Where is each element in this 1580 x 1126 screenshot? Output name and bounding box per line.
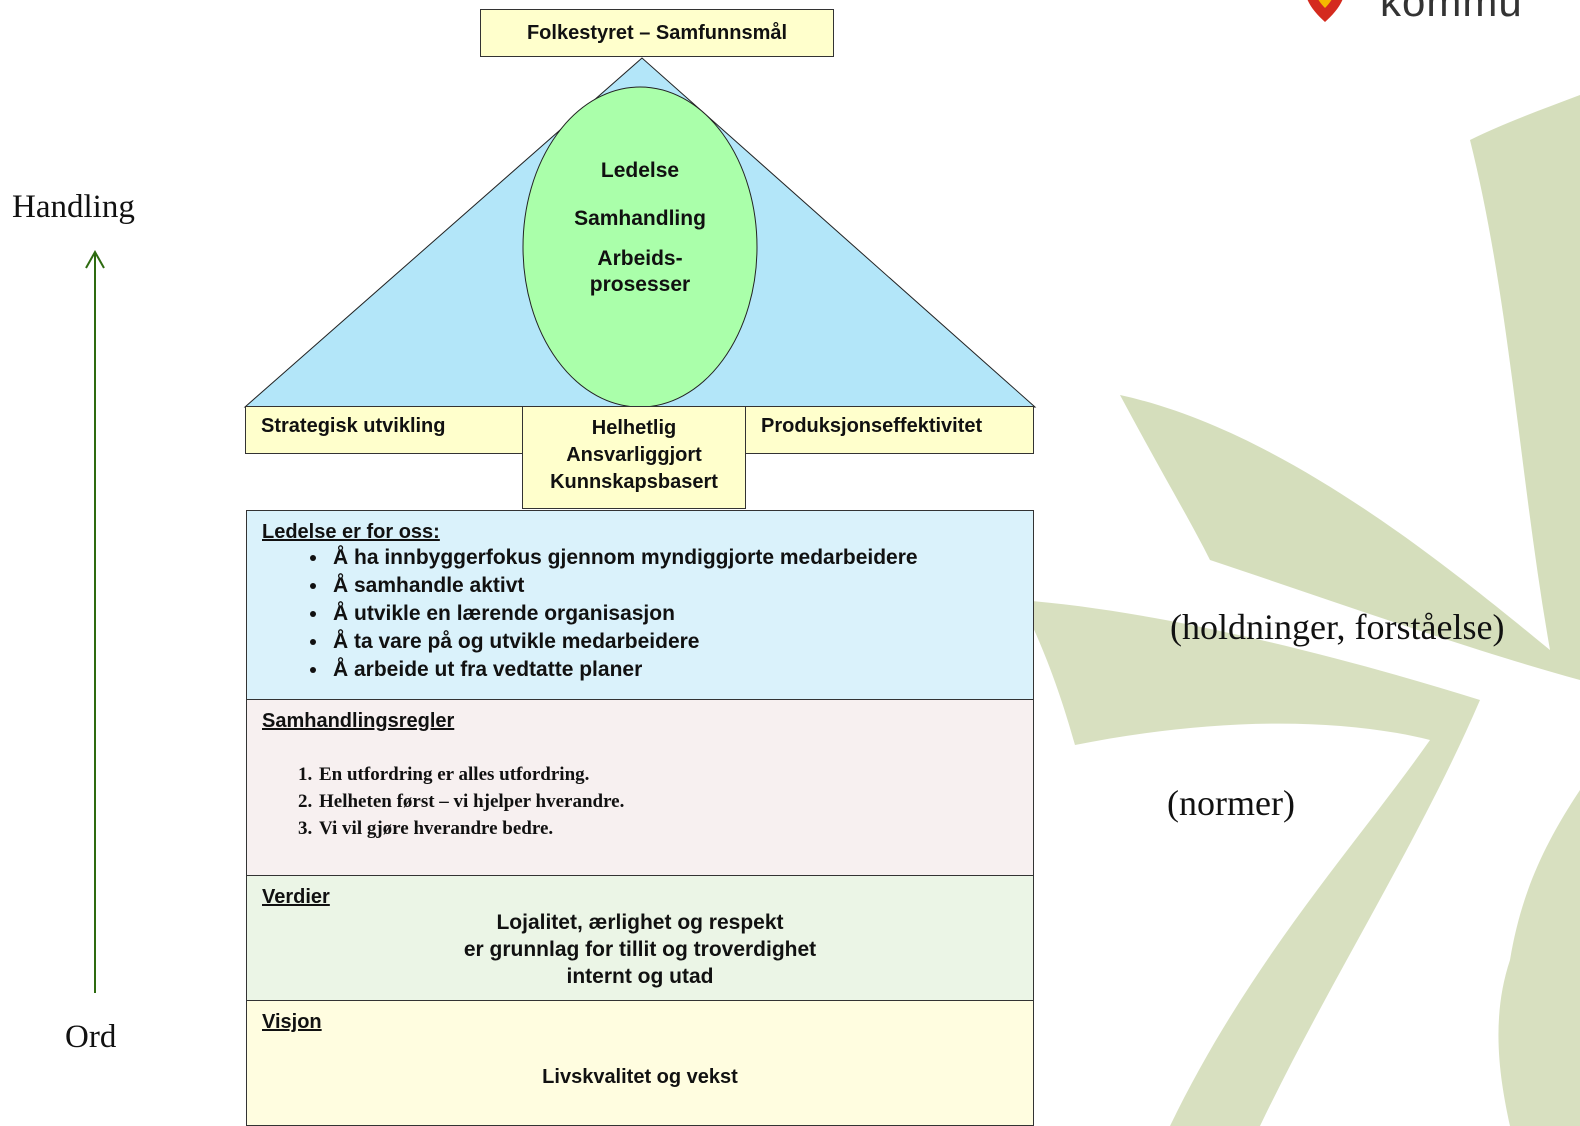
- samhandling-heading: Samhandlingsregler: [262, 710, 455, 732]
- visjon-heading: Visjon: [262, 1011, 322, 1033]
- leaf-bottom-right: [1498, 790, 1580, 1126]
- verdier-line: Lojalitet, ærlighet og respekt: [496, 911, 784, 934]
- verdier-text: Lojalitet, ærlighet og respekt er grunnl…: [247, 909, 1033, 990]
- list-item: Vi vil gjøre hverandre bedre.: [317, 815, 1033, 842]
- axis-label-ord: Ord: [65, 1019, 117, 1055]
- top-box-label: Folkestyret – Samfunnsmål: [526, 21, 788, 44]
- label-helhetlig: Helhetlig: [591, 417, 677, 439]
- list-item: Helheten først – vi hjelper hverandre.: [317, 788, 1033, 815]
- ledelse-heading: Ledelse er for oss:: [262, 521, 440, 543]
- section-visjon: Visjon Livskvalitet og vekst: [246, 1000, 1034, 1126]
- annotation-holdninger: (holdninger, forståelse): [1170, 607, 1505, 647]
- visjon-text: Livskvalitet og vekst: [542, 1066, 738, 1088]
- section-ledelse: Ledelse er for oss: Å ha innbyggerfokus …: [246, 510, 1034, 700]
- list-item: Å utvikle en lærende organisasjon: [329, 600, 1033, 628]
- label-produksjon: Produksjonseffektivitet: [761, 415, 983, 437]
- leaf-top-right: [1120, 95, 1580, 680]
- ellipse-ledelse: Ledelse: [600, 159, 680, 182]
- list-item: En utfordring er alles utfordring.: [317, 761, 1033, 788]
- label-ansvarliggjort: Ansvarliggjort: [566, 444, 702, 466]
- list-item: Å ha innbyggerfokus gjennom myndiggjorte…: [329, 544, 1033, 572]
- box-strategisk-utvikling: Strategisk utvikling: [245, 406, 524, 454]
- list-item: Å ta vare på og utvikle medarbeidere: [329, 628, 1033, 656]
- verdier-line: er grunnlag for tillit og troverdighet: [463, 938, 817, 961]
- section-samhandlingsregler: Samhandlingsregler En utfordring er alle…: [246, 699, 1034, 876]
- box-produksjonseffektivitet: Produksjonseffektivitet: [744, 406, 1034, 454]
- leaf-middle: [1020, 600, 1480, 1126]
- samhandling-list: En utfordring er alles utfordring. Helhe…: [247, 761, 1033, 842]
- axis-label-handling: Handling: [12, 189, 135, 225]
- ledelse-list: Å ha innbyggerfokus gjennom myndiggjorte…: [247, 544, 1033, 684]
- ellipse-text: Ledelse Samhandling Arbeids- prosesser: [523, 158, 757, 298]
- top-box-folkestyret: Folkestyret – Samfunnsmål: [480, 9, 834, 57]
- logo-heart-icon: [1307, 0, 1343, 22]
- ellipse-arbeids: Arbeids-: [597, 247, 683, 270]
- annotation-normer: (normer): [1167, 783, 1295, 823]
- ellipse-samhandling: Samhandling: [574, 207, 706, 230]
- ellipse-prosesser: prosesser: [589, 273, 691, 296]
- municipality-logo: kommu: [1300, 0, 1580, 26]
- logo-text: kommu: [1380, 0, 1523, 25]
- verdier-line: internt og utad: [566, 965, 714, 988]
- label-kunnskapsbasert: Kunnskapsbasert: [550, 471, 718, 493]
- list-item: Å samhandle aktivt: [329, 572, 1033, 600]
- section-verdier: Verdier Lojalitet, ærlighet og respekt e…: [246, 875, 1034, 1001]
- verdier-heading: Verdier: [262, 886, 330, 908]
- list-item: Å arbeide ut fra vedtatte planer: [329, 656, 1033, 684]
- arrow-up-icon: [85, 249, 105, 993]
- box-helhetlig: Helhetlig Ansvarliggjort Kunnskapsbasert: [522, 406, 746, 509]
- label-strategisk: Strategisk utvikling: [261, 415, 446, 437]
